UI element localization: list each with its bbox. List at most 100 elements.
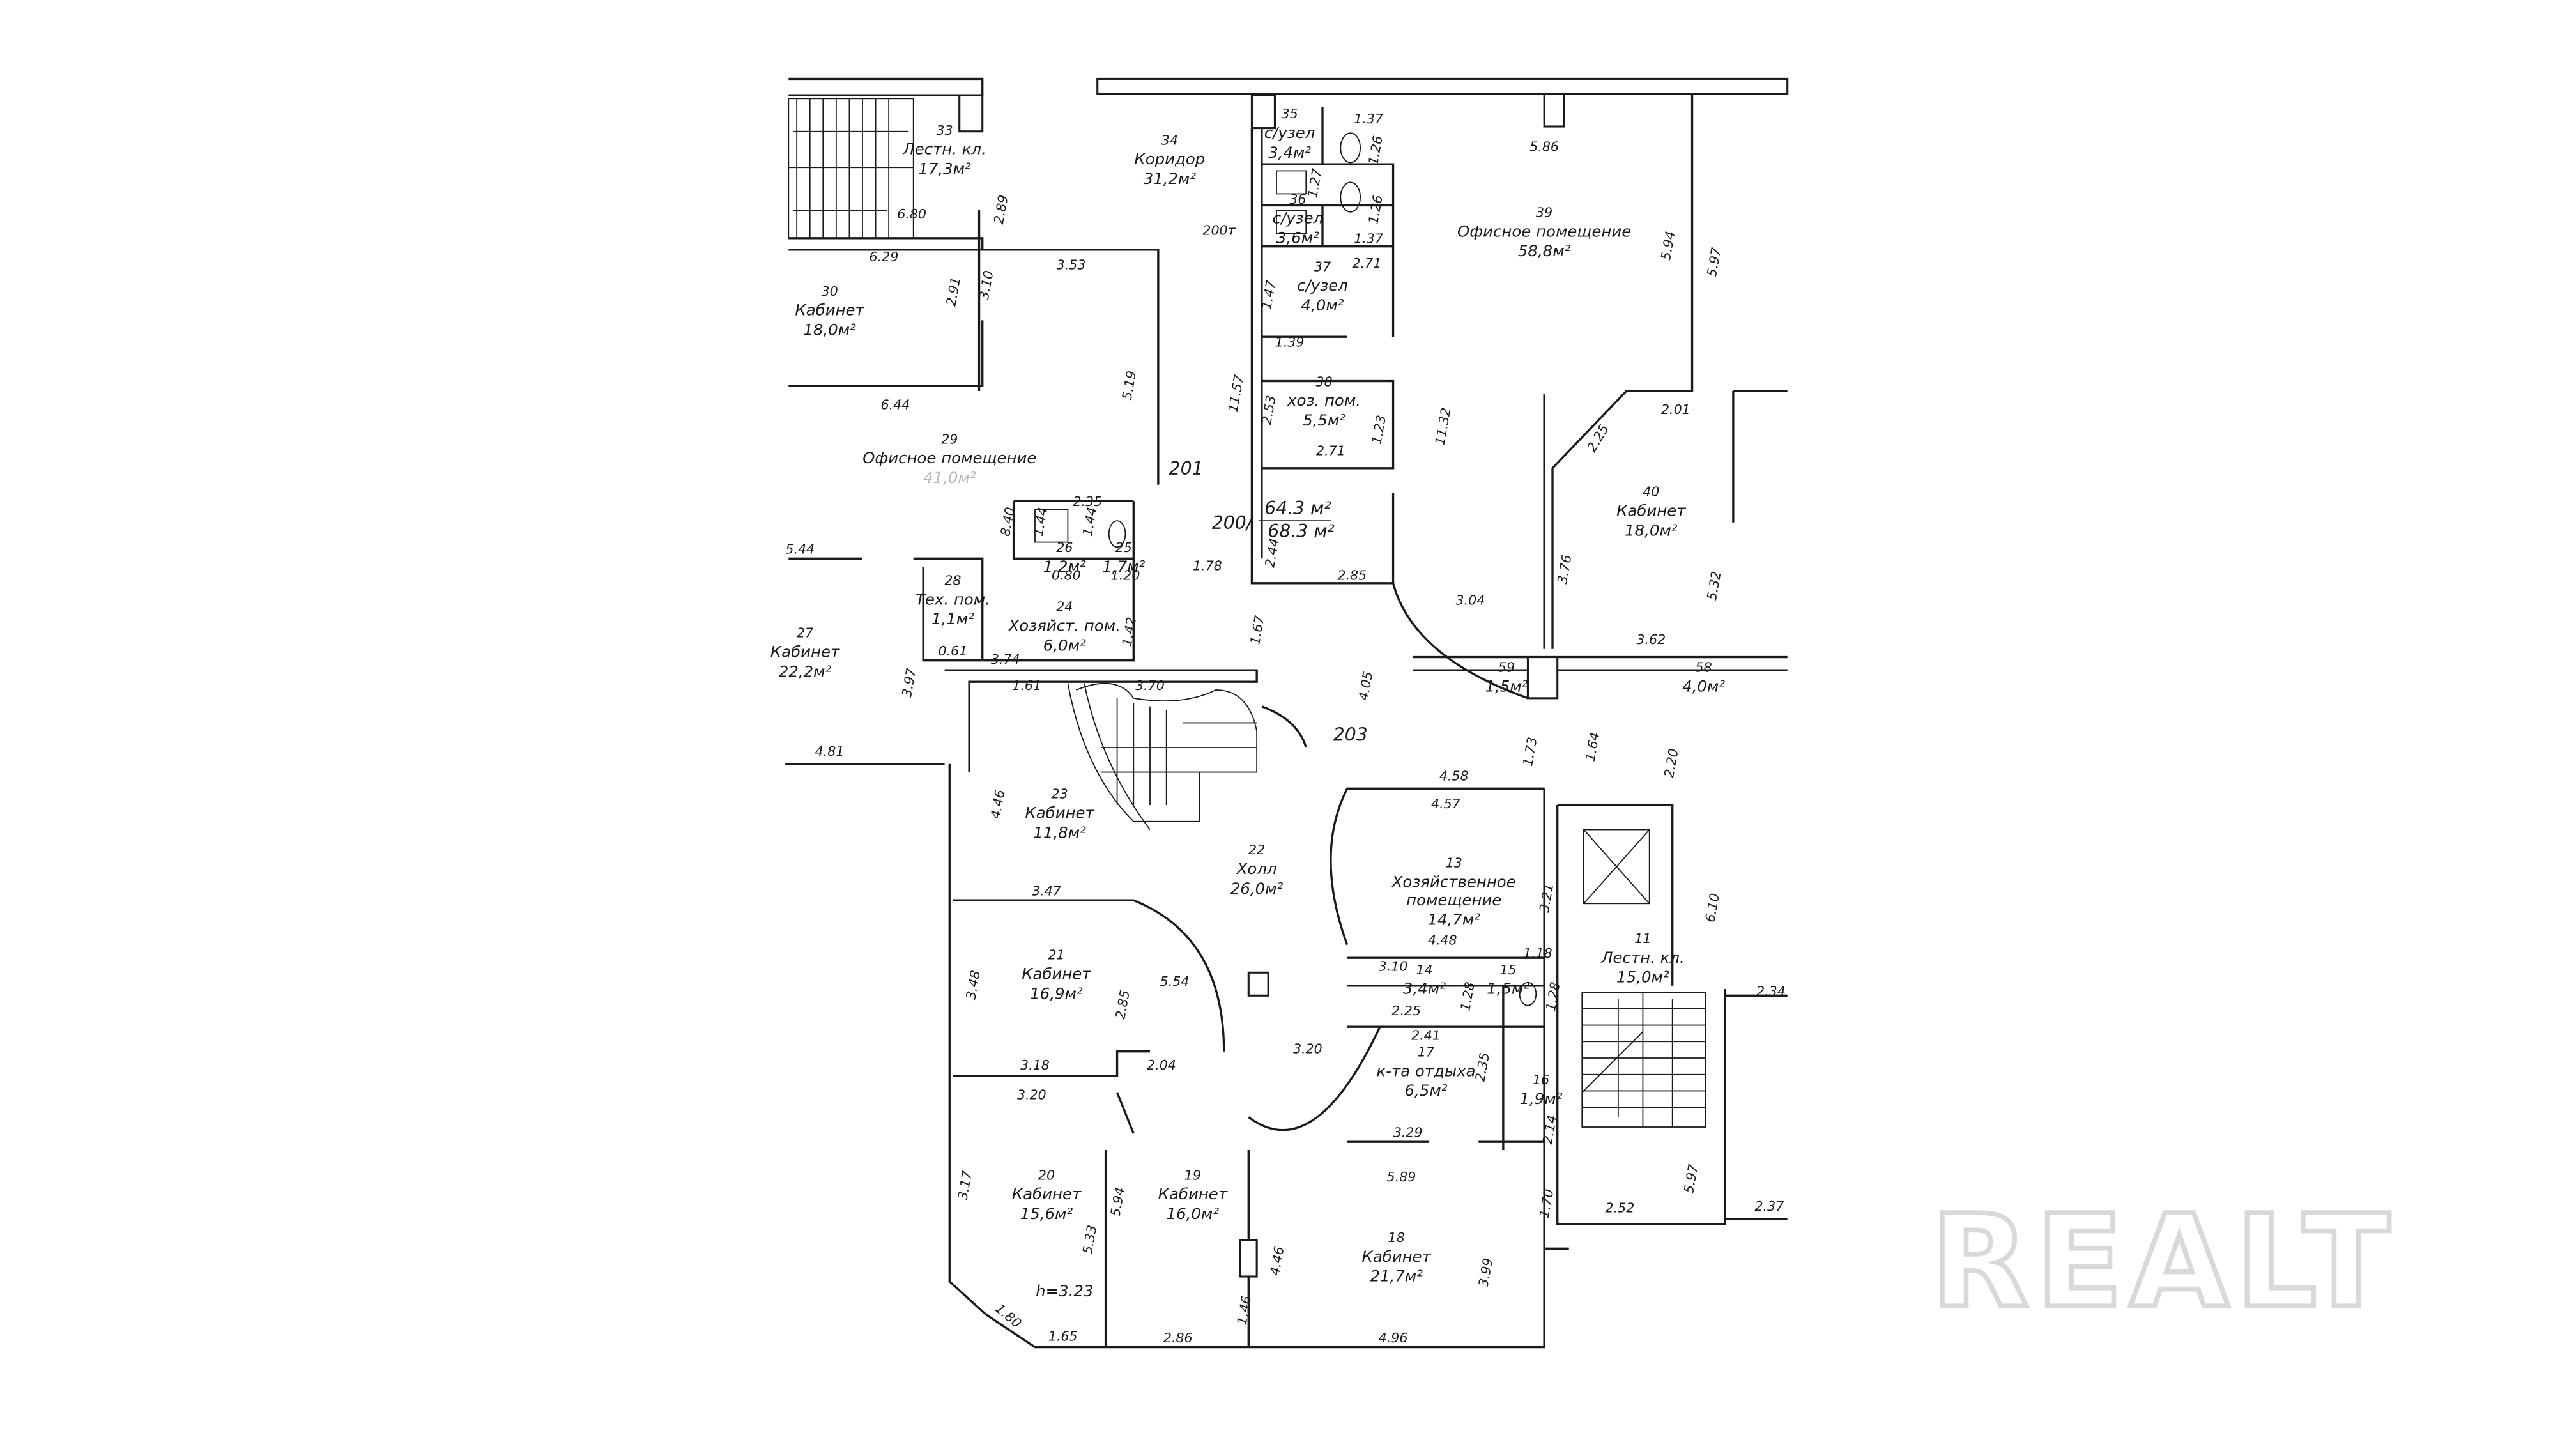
dimension-label: 1.42 bbox=[1119, 616, 1140, 647]
room-number: 25 bbox=[1116, 540, 1132, 555]
room-number: 27 bbox=[797, 625, 813, 641]
room-area: 15,6м² bbox=[1020, 1204, 1073, 1223]
room-26: 261,2м² bbox=[1043, 540, 1086, 576]
dimension-label: 1.44 bbox=[1080, 506, 1100, 537]
room-area: 1,9м² bbox=[1519, 1089, 1562, 1108]
dimension-label: 1.70 bbox=[1537, 1188, 1557, 1219]
room-name: Кабинет bbox=[1025, 804, 1094, 822]
room-area: 21,7м² bbox=[1370, 1267, 1423, 1285]
room-name: Кабинет bbox=[1616, 501, 1686, 519]
room-number: 58 bbox=[1695, 660, 1712, 675]
dimension-label: 5.86 bbox=[1529, 139, 1559, 155]
dimension-label: 1.44 bbox=[1031, 506, 1051, 537]
dimension-label: 4.96 bbox=[1379, 1330, 1408, 1346]
dimension-label: 4.58 bbox=[1439, 768, 1469, 783]
room-number: 33 bbox=[936, 123, 953, 138]
dimension-label: 2.44 bbox=[1262, 537, 1282, 569]
room-name: к-та отдыха bbox=[1376, 1061, 1475, 1080]
dimension-label: 2.71 bbox=[1316, 443, 1346, 458]
room-number: 37 bbox=[1314, 259, 1331, 274]
dimension-label: 3.74 bbox=[991, 652, 1020, 667]
dimension-label: 2.20 bbox=[1661, 747, 1682, 779]
room-name: Кабинет bbox=[795, 301, 864, 319]
room-name: с/узел bbox=[1273, 209, 1324, 227]
room-name: с/узел bbox=[1264, 123, 1315, 142]
dimension-label: 5.94 bbox=[1658, 230, 1678, 261]
dimension-label: 1.37 bbox=[1354, 111, 1383, 126]
room-area: 26,0м² bbox=[1230, 879, 1284, 898]
dimension-label: 1.80 bbox=[992, 1301, 1025, 1331]
dimension-label: 3.18 bbox=[1020, 1057, 1050, 1073]
room-name: Тех. пом. bbox=[916, 590, 990, 608]
dimension-label: 3.53 bbox=[1057, 257, 1086, 273]
room-number: 38 bbox=[1315, 374, 1332, 389]
dimension-label: 3.76 bbox=[1554, 553, 1575, 585]
room-area: 16,0м² bbox=[1167, 1204, 1220, 1223]
total-area-note: 200/ 64.3 м² 68.3 м² bbox=[1212, 498, 1335, 542]
dimension-label: 5.19 bbox=[1119, 369, 1140, 401]
room-58: 584,0м² bbox=[1682, 660, 1725, 696]
room-name: Хозяйст. пом. bbox=[1008, 616, 1121, 634]
room-number: 35 bbox=[1281, 106, 1298, 121]
dimension-label: 3.20 bbox=[1017, 1087, 1046, 1102]
dimension-label: 5.32 bbox=[1704, 570, 1724, 601]
room-area: 3,4м² bbox=[1403, 979, 1446, 998]
dimension-label: 11.57 bbox=[1225, 374, 1247, 413]
dimension-label: 3.62 bbox=[1636, 632, 1666, 647]
dimension-label: 6.80 bbox=[897, 206, 926, 222]
total-area-2: 68.3 м² bbox=[1268, 521, 1335, 542]
dimension-label: 6.29 bbox=[870, 249, 899, 264]
room-area: 11,8м² bbox=[1033, 823, 1086, 841]
total-area-prefix: 200/ bbox=[1212, 512, 1255, 533]
room-area: 1,5м² bbox=[1485, 677, 1528, 696]
spiral-staircase-icon bbox=[1067, 682, 1258, 831]
dimension-label: 5.97 bbox=[1681, 1163, 1701, 1194]
room-name: Лестн. кл. bbox=[902, 140, 986, 158]
dimension-label: 0.80 bbox=[1052, 568, 1081, 583]
dimension-label: 1.61 bbox=[1012, 678, 1041, 693]
dimension-label: 3.20 bbox=[1293, 1041, 1322, 1056]
room-16: 161,9м² bbox=[1519, 1072, 1562, 1108]
room-name: Кабинет bbox=[1158, 1184, 1228, 1203]
realt-watermark-logo: REALT bbox=[1930, 1188, 2396, 1337]
room-number: 40 bbox=[1643, 484, 1659, 500]
dimension-label: 3.97 bbox=[899, 667, 919, 698]
dimension-label: 2.86 bbox=[1163, 1330, 1193, 1346]
room-number: 59 bbox=[1498, 660, 1515, 675]
room-number: 26 bbox=[1056, 540, 1073, 555]
room-area: 22,2м² bbox=[779, 662, 832, 680]
room-number: 21 bbox=[1048, 947, 1064, 963]
dimension-label: 3.47 bbox=[1032, 883, 1061, 898]
dimension-label: 1.20 bbox=[1111, 568, 1140, 583]
dimension-label: 3.48 bbox=[963, 969, 983, 1000]
dimension-label: 2.37 bbox=[1755, 1199, 1784, 1214]
dimension-label: 2.25 bbox=[1584, 422, 1612, 455]
room-area: 17,3м² bbox=[918, 160, 971, 178]
dimension-label: 1.23 bbox=[1368, 414, 1389, 445]
dimension-label: 4.81 bbox=[815, 744, 845, 759]
dimension-label: 3.70 bbox=[1135, 678, 1165, 693]
dimension-label: 0.61 bbox=[939, 643, 968, 659]
dimension-label: 11.32 bbox=[1432, 406, 1454, 446]
dimension-label: 2.52 bbox=[1606, 1200, 1635, 1216]
dimension-label: 2.34 bbox=[1756, 983, 1786, 999]
dimension-label: 5.94 bbox=[1108, 1186, 1128, 1217]
dimension-label: 2.35 bbox=[1472, 1052, 1492, 1083]
dimension-label: 5.89 bbox=[1387, 1169, 1416, 1184]
dimension-label: 4.48 bbox=[1428, 933, 1457, 948]
room-14: 143,4м² bbox=[1403, 962, 1446, 998]
dimension-label: 3.04 bbox=[1456, 592, 1485, 608]
room-area: 15,0м² bbox=[1616, 968, 1669, 986]
